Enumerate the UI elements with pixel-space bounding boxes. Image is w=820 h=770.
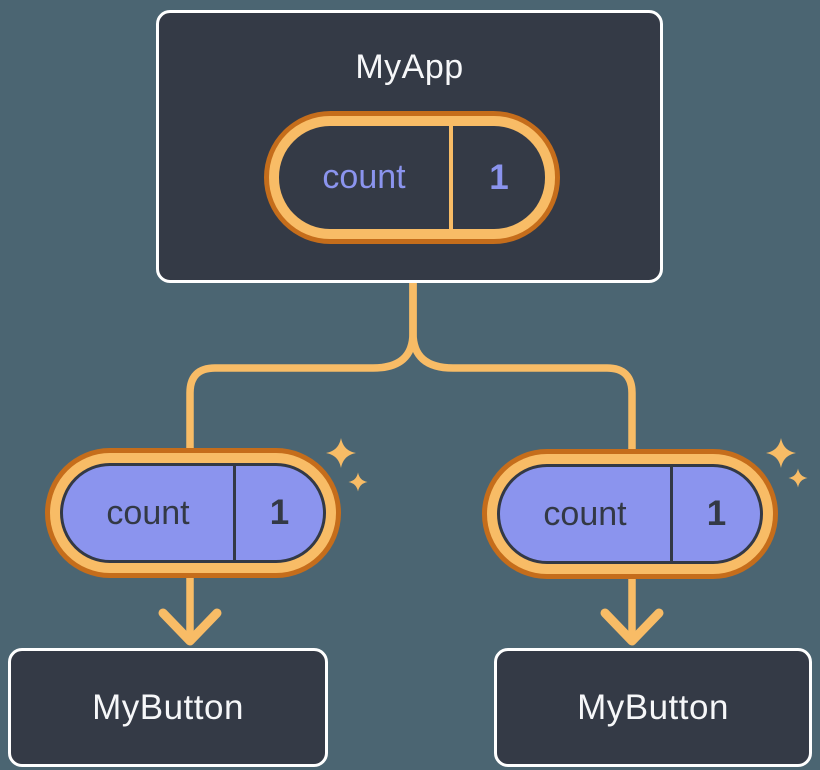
pill-body: count 1	[60, 463, 326, 563]
component-title: MyApp	[355, 48, 464, 86]
pill-divider	[449, 126, 453, 229]
pill-divider	[233, 466, 236, 560]
component-title: MyButton	[92, 687, 244, 727]
component-box-mybutton-right: MyButton	[494, 648, 812, 767]
state-name-label: count	[322, 158, 406, 196]
state-pill-child-right: count 1	[482, 449, 778, 579]
pill-glow-band: count 1	[50, 453, 336, 573]
pill-glow-band: count 1	[269, 116, 555, 239]
arrow-down-icon-left	[158, 608, 222, 646]
component-box-mybutton-left: MyButton	[8, 648, 328, 767]
state-value: 1	[489, 157, 509, 197]
pill-divider	[670, 467, 673, 561]
sparkles-icon-child-left	[326, 438, 368, 492]
state-pill-child-left: count 1	[45, 448, 341, 578]
state-name-label: count	[106, 493, 190, 532]
pill-body: count 1	[279, 126, 545, 229]
state-value: 1	[269, 493, 290, 532]
pill-glow-band: count 1	[487, 454, 773, 574]
state-value: 1	[706, 494, 727, 533]
state-name-label: count	[543, 494, 627, 533]
sparkles-icon-child-right	[766, 438, 808, 488]
component-title: MyButton	[577, 687, 729, 727]
arrow-down-icon-right	[600, 608, 664, 646]
state-pill-parent: count 1	[264, 111, 560, 244]
connector-right-branch	[409, 283, 636, 640]
pill-body: count 1	[497, 464, 763, 564]
